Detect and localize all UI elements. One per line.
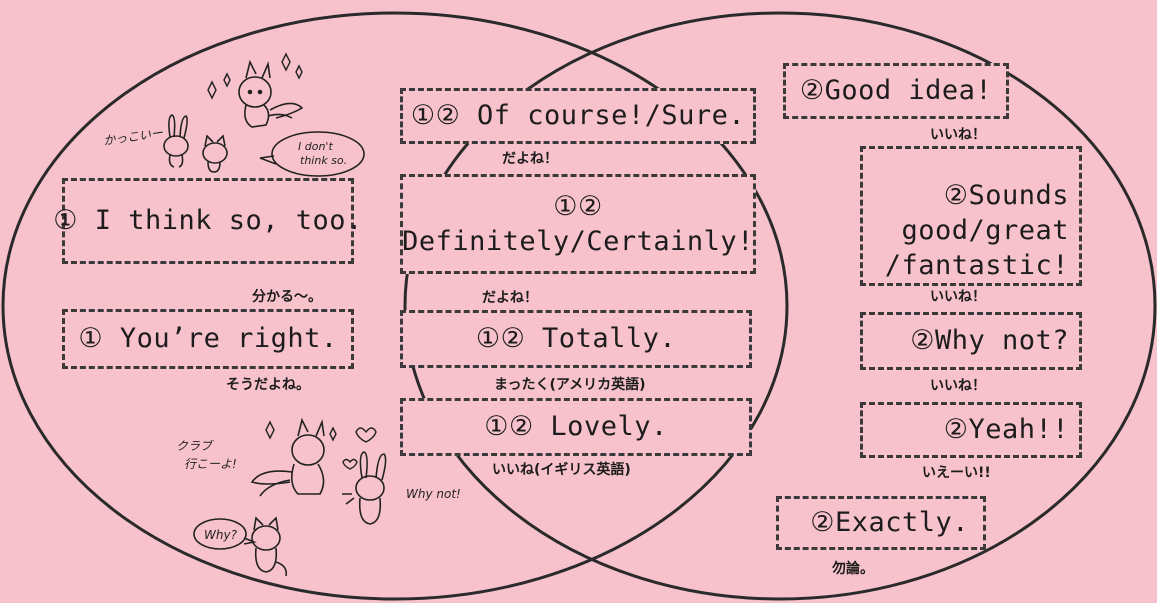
phrase-sounds-good: ②Sounds good/great /fantastic! [860,146,1082,286]
phrase-youre-right: ① You’re right. [62,309,354,369]
gloss-ieei: いえーい!! [922,465,991,481]
phrase-of-course-sure: ①② Of course!/Sure. [400,88,756,144]
gloss-da-yo-ne-1: だよね！ [502,151,558,167]
winged-character-icon [238,59,304,128]
gloss-wakaru: 分かる～。 [252,289,322,305]
phrase-good-idea: ②Good idea! [783,63,1009,119]
right-circle [403,11,1157,601]
speech-bubble: I don't think so. [259,131,365,177]
phrase-lovely: ①② Lovely. [400,398,752,456]
phrase-sounds-line3: /fantastic! [884,249,1069,281]
why-text: Why? [204,528,238,542]
phrase-totally: ①② Totally. [400,310,752,368]
phrase-definitely-number: ①② [553,190,603,222]
bubble-text-line1: I don't [298,140,333,153]
phrase-sounds-line1: ②Sounds [943,179,1069,211]
cat-icon [251,516,288,577]
gloss-ii-ne-2: いいね！ [930,289,986,305]
gloss-ii-ne-1: いいね！ [930,127,986,143]
doodle-bottom: クラブ 行こーよ! Why not! Why? [176,417,461,577]
speech-bubble: Why? [193,518,257,550]
cat-icon [202,134,228,173]
sparkle-icon [207,52,303,100]
phrase-i-think-so-too: ① I think so, too. [53,178,362,264]
gloss-mochiron: 勿論。 [832,561,874,577]
gloss-ii-ne-british: いいね(イギリス英語) [492,462,631,478]
gloss-ii-ne-3: いいね！ [930,378,986,394]
phrase-definitely-certainly: ①② Definitely/Certainly! [400,174,756,274]
gloss-mattaku: まったく(アメリカ英語) [494,377,646,393]
club-text-line2: 行こーよ! [184,457,237,471]
winged-character-icon [250,417,325,497]
gloss-sou-da-yo-ne: そうだよね。 [226,377,310,393]
phrase-yeah: ②Yeah!! [860,402,1082,458]
club-text-line1: クラブ [176,439,214,453]
bubble-text-line2: think so. [300,154,347,167]
rabbit-icon [342,451,387,525]
left-circle [1,11,789,601]
sparkle-icon [265,420,337,442]
phrase-why-not: ②Why not? [860,312,1082,370]
phrase-sounds-line2: good/great [901,214,1069,246]
phrase-exactly: ②Exactly. [776,496,986,550]
heart-icon [342,427,377,470]
doodle-top: かっこいー I don't think so. [102,52,365,177]
phrase-definitely-text: Definitely/Certainly! [402,226,754,257]
why-not-text: Why not! [406,487,461,501]
rabbit-icon [163,114,189,168]
gloss-da-yo-ne-2: だよね！ [482,290,538,306]
doodle-cool-text: かっこいー [102,126,164,148]
